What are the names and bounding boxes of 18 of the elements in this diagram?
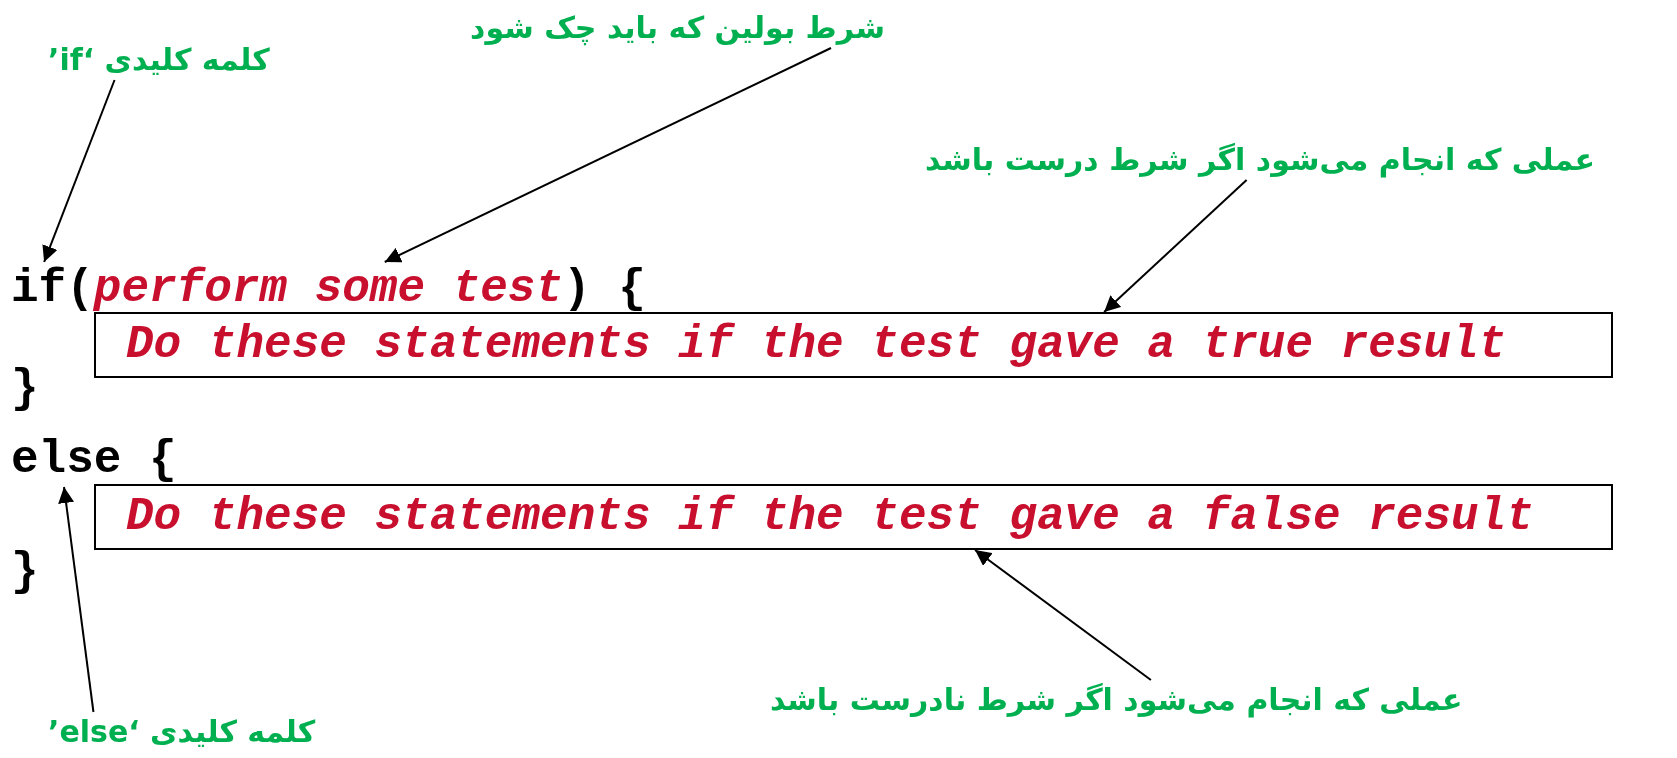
arrow bbox=[1103, 179, 1248, 313]
annotation-text: کلمه کلیدی ‘if’ bbox=[48, 40, 270, 80]
code-punctuation: } bbox=[11, 545, 39, 599]
arrow bbox=[974, 549, 1152, 681]
code-statement-box: Do these statements if the test gave a false result bbox=[94, 484, 1613, 550]
code-punctuation: ( bbox=[66, 262, 94, 316]
code-punctuation: } bbox=[11, 362, 39, 416]
annotation-text: عملی که انجام می‌شود اگر شرط درست باشد bbox=[925, 140, 1595, 180]
annotation-text: شرط بولین که باید چک شود bbox=[470, 8, 885, 48]
code-keyword: else bbox=[11, 433, 122, 487]
annotation-text: عملی که انجام می‌شود اگر شرط نادرست باشد bbox=[770, 680, 1463, 720]
code-keyword: if bbox=[11, 262, 67, 316]
arrow bbox=[383, 47, 832, 263]
code-statement-box: Do these statements if the test gave a true result bbox=[94, 312, 1613, 378]
arrow bbox=[58, 486, 95, 713]
annotation-text: کلمه کلیدی ‘else’ bbox=[48, 712, 316, 752]
arrow bbox=[42, 79, 116, 263]
code-punctuation: { bbox=[149, 433, 177, 487]
